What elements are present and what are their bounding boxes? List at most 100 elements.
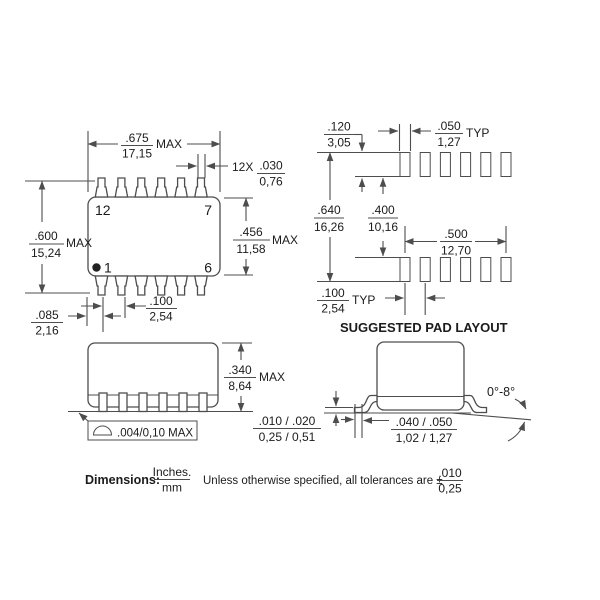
- dim-row-width: .500 12,70: [404, 226, 507, 258]
- dim-text: 1,02 / 1,27: [396, 431, 453, 445]
- pad-layout: .120 3,05 .050 1,27 TYP .640 16,26: [314, 119, 512, 335]
- flatness-value: .004/0,10 MAX: [117, 428, 193, 440]
- dim-text: 2,54: [149, 310, 173, 324]
- dim-inner-span: .400 10,16: [368, 177, 398, 257]
- dim-pad-width: .050 1,27 TYP: [378, 119, 489, 151]
- angle-text: 0°-8°: [487, 385, 515, 399]
- pin-number-12: 12: [95, 202, 111, 218]
- lead: [138, 392, 148, 413]
- dim-text: .340: [228, 363, 252, 377]
- dim-text: .640: [317, 203, 341, 217]
- dim-text: .050: [437, 119, 461, 133]
- dim-text: .675: [125, 131, 149, 145]
- units-mm: mm: [162, 481, 182, 495]
- ic-body-side-view: [87, 342, 219, 408]
- dim-suffix: MAX: [66, 236, 92, 250]
- dim-text: 15,24: [31, 246, 61, 260]
- dim-text: .500: [444, 227, 468, 241]
- dim-edge-to-pin1: .085 2,16: [31, 297, 121, 338]
- dim-body-height: .456 11,58 MAX: [224, 197, 298, 276]
- lead: [158, 392, 168, 413]
- pad: [480, 152, 492, 177]
- dim-overall-width: .675 17,15 MAX: [87, 131, 221, 192]
- pin-number-7: 7: [204, 202, 212, 218]
- flatness-callout: .004/0,10 MAX: [78, 412, 198, 441]
- dim-text: .400: [371, 203, 395, 217]
- ic-body-top-view: [87, 196, 221, 277]
- pad: [419, 257, 431, 282]
- footer-note: Dimensions: Inches. mm Unless otherwise …: [85, 465, 463, 496]
- dim-text: .030: [259, 159, 283, 173]
- pad: [399, 257, 411, 282]
- dim-lead-angle: 0°-8°: [487, 385, 527, 442]
- dim-text: .100: [321, 286, 345, 300]
- pin1-indicator-dot: [92, 263, 101, 272]
- pad: [500, 152, 512, 177]
- dim-text: .100: [149, 294, 173, 308]
- dim-text: 8,64: [228, 379, 252, 393]
- pad: [460, 152, 472, 177]
- dim-lead-width: 12X .030 0,76: [176, 154, 285, 189]
- lead: [178, 392, 188, 413]
- dim-text: .040 / .050: [396, 415, 453, 429]
- units-inches: Inches.: [153, 465, 192, 479]
- pad: [480, 257, 492, 282]
- dim-text: 0,25 / 0,51: [259, 430, 316, 444]
- pad: [439, 257, 451, 282]
- tolerance-mm: 0,25: [438, 482, 462, 496]
- side-view: .340 8,64 MAX .004/0,10 MAX: [68, 342, 285, 441]
- dim-pin-pitch: .100 2,54: [81, 294, 177, 324]
- ic-body-end-view: [376, 341, 465, 411]
- pad-row-bottom: [399, 257, 512, 282]
- dimensions-label: Dimensions:: [85, 473, 160, 487]
- dim-text: .120: [327, 120, 351, 134]
- lead: [98, 392, 108, 413]
- dim-text: 2,16: [35, 324, 59, 338]
- dim-text: 3,05: [327, 136, 351, 150]
- dim-suffix: TYP: [352, 293, 375, 307]
- dim-pad-length: .120 3,05: [324, 120, 366, 192]
- pad: [419, 152, 431, 177]
- tolerance-inches: .010: [438, 466, 462, 480]
- lead: [198, 392, 208, 413]
- dim-text: .085: [35, 308, 59, 322]
- dim-text: 2,54: [321, 302, 345, 316]
- pad: [500, 257, 512, 282]
- tolerance-note: Unless otherwise specified, all toleranc…: [203, 475, 443, 487]
- pin-number-6: 6: [204, 260, 212, 276]
- dim-text: .010 / .020: [259, 414, 316, 428]
- dim-suffix: MAX: [272, 233, 298, 247]
- dim-text: 16,26: [314, 220, 344, 234]
- dim-side-height: .340 8,64 MAX: [222, 342, 285, 412]
- dim-text: 11,58: [236, 242, 265, 256]
- top-view: 12 7 1 6 .675 17,15 MAX 12X .030 0,76: [25, 131, 298, 338]
- lead-angle-line: [451, 412, 532, 421]
- gullwing-lead-right: [463, 394, 488, 414]
- dim-text: 1,27: [437, 135, 461, 149]
- flatness-symbol-icon: [92, 425, 113, 436]
- lead: [118, 392, 128, 413]
- pad: [439, 152, 451, 177]
- pad-layout-title: SUGGESTED PAD LAYOUT: [340, 320, 508, 335]
- dim-text: 17,15: [122, 147, 152, 161]
- dim-pad-pitch: .100 2,54 TYP: [317, 283, 445, 316]
- dim-text: 12,70: [441, 244, 471, 258]
- pad: [399, 152, 411, 177]
- dim-qty: 12X: [232, 160, 253, 174]
- dim-suffix: TYP: [466, 126, 489, 140]
- dim-text: .600: [34, 229, 58, 243]
- dim-outer-span: .640 16,26: [314, 152, 344, 282]
- dim-lead-thickness: .010 / .020 0,25 / 0,51: [253, 391, 340, 444]
- dim-text: .456: [239, 225, 263, 239]
- pin-number-1: 1: [104, 260, 112, 276]
- feature-control-frame: [87, 420, 198, 441]
- dim-suffix: MAX: [259, 370, 285, 384]
- dim-foot-length: .040 / .050 1,02 / 1,27: [341, 404, 457, 445]
- pad: [460, 257, 472, 282]
- dim-text: 0,76: [259, 175, 283, 189]
- pad-row-top: [399, 152, 512, 177]
- dim-suffix: MAX: [156, 137, 182, 151]
